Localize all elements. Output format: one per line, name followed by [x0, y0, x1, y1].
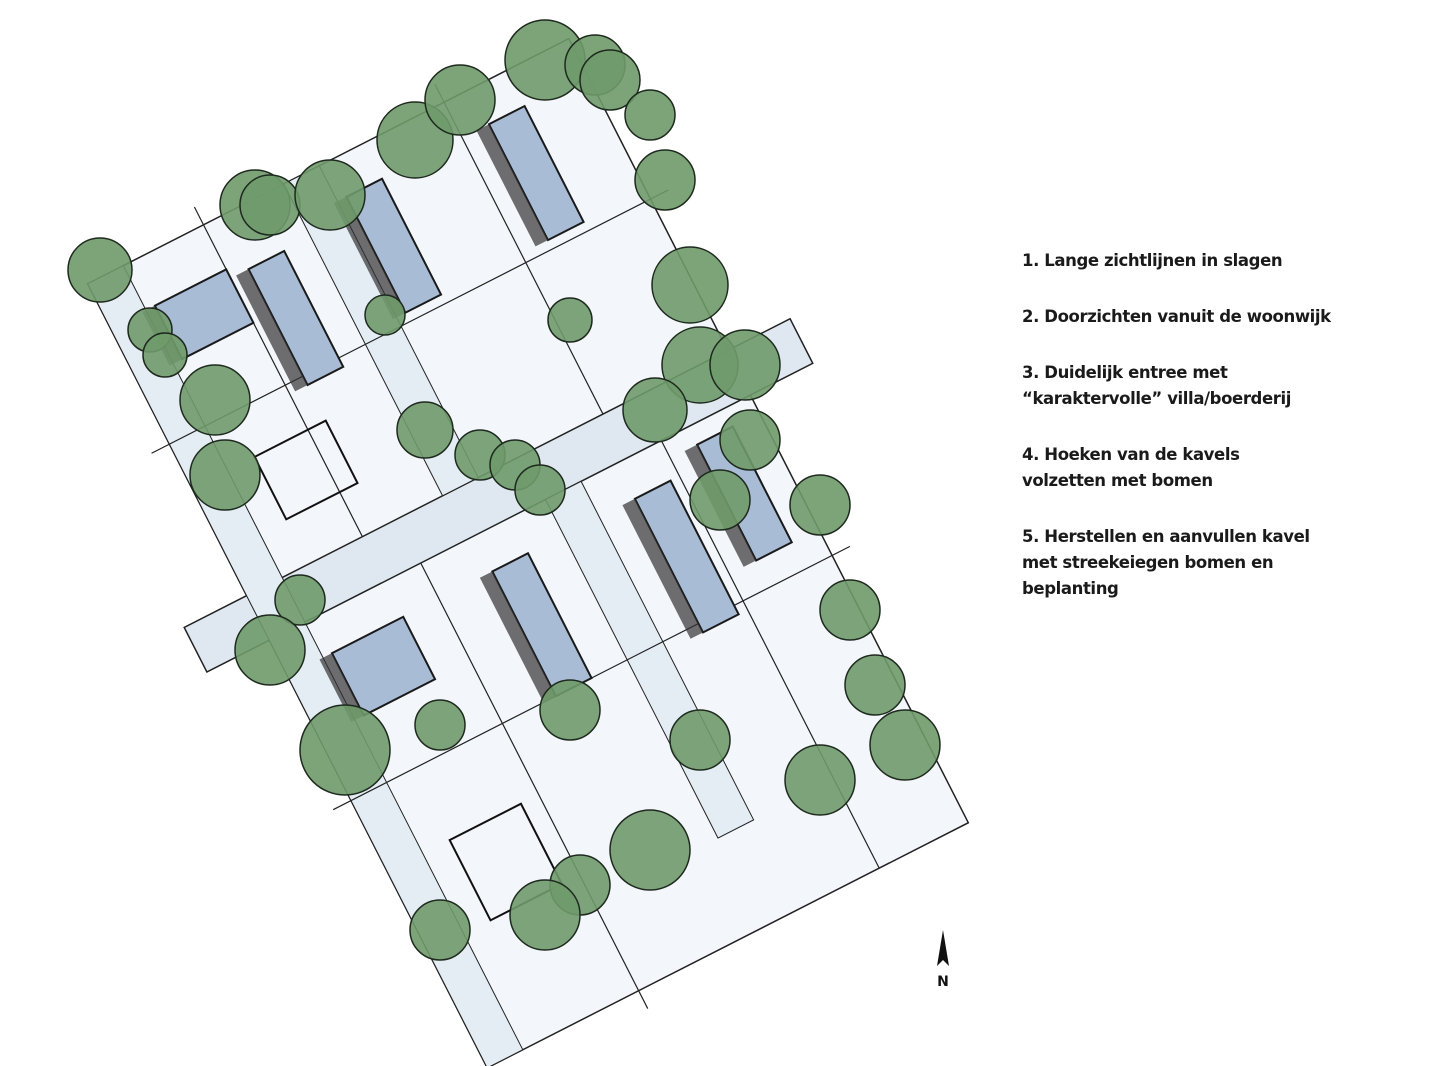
- tree: [784, 744, 856, 816]
- tree: [294, 159, 366, 231]
- tree: [509, 879, 581, 951]
- tree: [179, 364, 251, 436]
- tree: [844, 654, 906, 716]
- building-hatch: [319, 653, 364, 722]
- building-hatch: [622, 498, 704, 639]
- building-hatch: [476, 124, 548, 247]
- north-label: N: [937, 974, 949, 990]
- tree: [239, 174, 301, 236]
- site-plan-sketch: [67, 19, 970, 1066]
- tree: [579, 49, 641, 111]
- tree: [424, 64, 496, 136]
- tree: [624, 89, 676, 141]
- tree: [719, 409, 781, 471]
- tree: [789, 474, 851, 536]
- tree: [634, 149, 696, 211]
- tree: [609, 809, 691, 891]
- north-arrow-icon: [937, 930, 949, 966]
- tree: [539, 679, 601, 741]
- tree: [669, 709, 731, 771]
- tree: [689, 469, 751, 531]
- tree: [364, 294, 406, 336]
- villa-outline: [253, 419, 359, 521]
- building-hatch: [479, 571, 556, 703]
- legend-item: 3. Duidelijk entree met “karaktervolle” …: [1022, 363, 1292, 408]
- tree: [869, 709, 941, 781]
- tree: [514, 464, 566, 516]
- tree: [547, 297, 593, 343]
- tree: [622, 377, 688, 443]
- tree: [299, 704, 391, 796]
- building-hatch: [333, 196, 406, 320]
- building-hatch: [236, 269, 308, 392]
- legend-item: 4. Hoeken van de kavels volzetten met bo…: [1022, 445, 1240, 490]
- legend-item: 2. Doorzichten vanuit de woonwijk: [1022, 307, 1331, 326]
- tree: [709, 329, 781, 401]
- tree: [189, 439, 261, 511]
- tree: [396, 401, 454, 459]
- tree: [819, 579, 881, 641]
- tree: [651, 246, 729, 324]
- tree: [274, 574, 326, 626]
- legend-item: 1. Lange zichtlijnen in slagen: [1022, 251, 1283, 270]
- tree: [414, 699, 466, 751]
- tree: [234, 614, 306, 686]
- tree: [142, 332, 188, 378]
- north-arrow: N: [930, 930, 956, 990]
- tree: [67, 237, 133, 303]
- legend: 1. Lange zichtlijnen in slagen 2. Doorzi…: [1022, 248, 1362, 632]
- legend-item: 5. Herstellen en aanvullen kavel met str…: [1022, 527, 1310, 598]
- tree: [409, 899, 471, 961]
